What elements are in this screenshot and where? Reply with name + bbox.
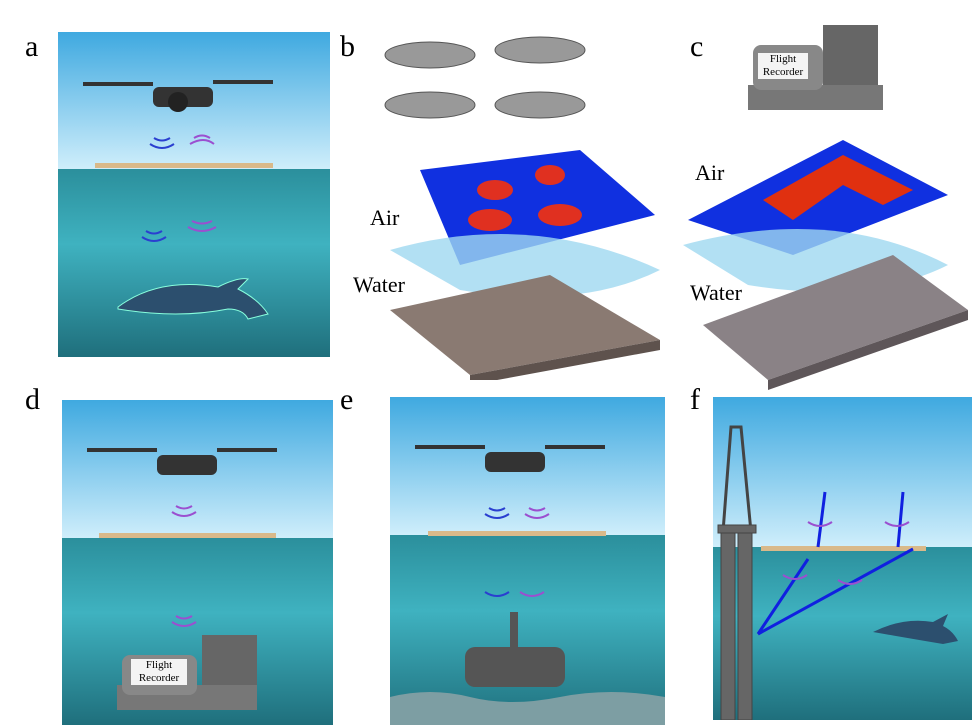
panel-f-scene — [713, 397, 972, 720]
panel-label-b: b — [340, 30, 355, 63]
panel-c-diagram — [683, 25, 968, 390]
panel-label-e: e — [340, 383, 354, 416]
underwater-robot-icon — [465, 612, 565, 687]
panel-e-scene — [390, 397, 665, 725]
panel-label-c: c — [690, 30, 704, 63]
dolphin-icon — [873, 614, 958, 644]
panel-label-d: d — [25, 383, 40, 416]
air-label-c: Air — [695, 160, 725, 185]
water-surface-layer — [390, 234, 660, 297]
panel-a-scene — [58, 32, 330, 357]
oil-platform-icon — [717, 425, 757, 720]
drone-icon — [83, 80, 273, 320]
fish-icons — [384, 36, 586, 119]
panel-b-diagram — [384, 36, 660, 380]
water-slab — [703, 255, 968, 380]
water-label-c: Water — [690, 280, 742, 305]
air-label-b: Air — [370, 205, 400, 230]
water-label-b: Water — [353, 272, 405, 297]
drone-icon — [87, 448, 277, 710]
panel-label-f: f — [690, 383, 700, 416]
panel-label-a: a — [25, 30, 39, 63]
drone-icon — [415, 445, 605, 472]
dolphin-icon — [117, 278, 269, 320]
water-slab — [390, 275, 660, 375]
